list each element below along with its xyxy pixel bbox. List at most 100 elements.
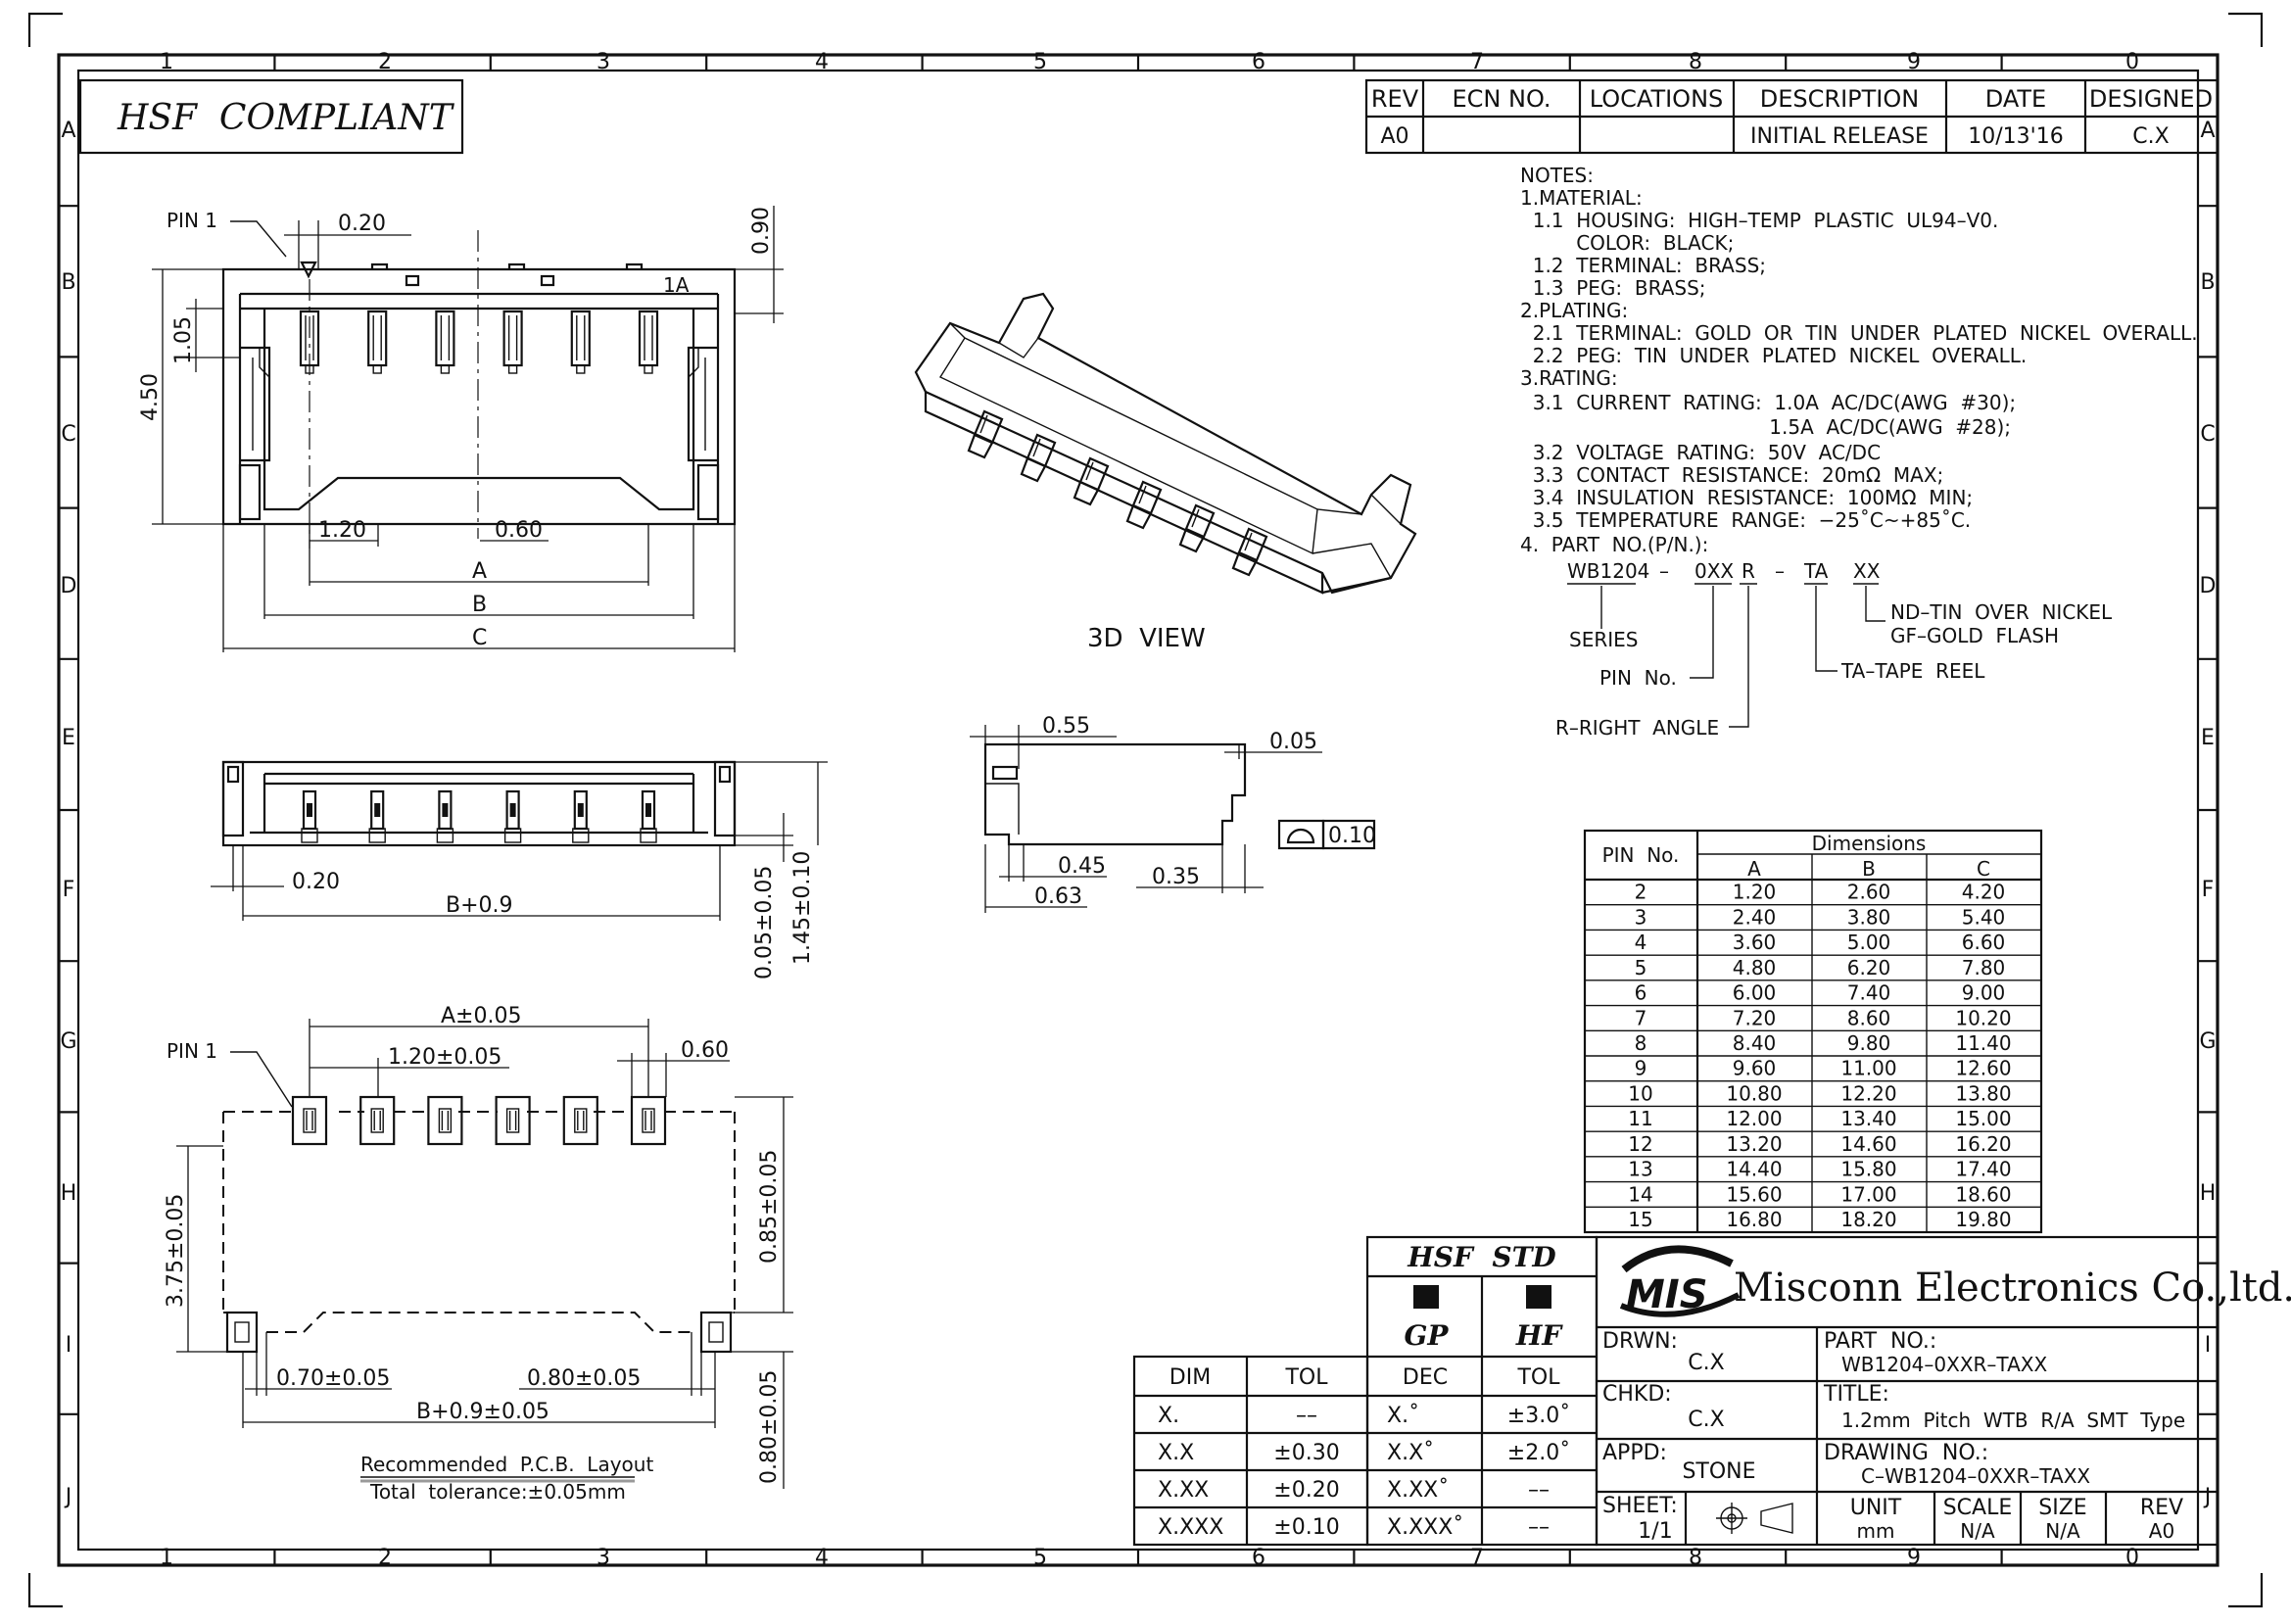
top-view-pins	[299, 310, 659, 374]
zone-col-0-top: 0	[2125, 50, 2139, 74]
dim-table-value-cell: 2.60	[1847, 881, 1891, 904]
zone-row-i-right: I	[2205, 1333, 2212, 1358]
top-dim-020: 0.20	[338, 212, 386, 236]
notes-line: NOTES:	[1520, 164, 1594, 187]
zone-row-e-right: E	[2201, 726, 2215, 750]
hsf-header-dec: DEC	[1403, 1365, 1448, 1390]
hsf-row-3-dec: X.XX˚	[1387, 1478, 1449, 1503]
dim-table-value-cell: 8.40	[1733, 1031, 1777, 1055]
pn-xx: XX	[1853, 559, 1881, 583]
pcb-dim-a: A±0.05	[441, 1004, 521, 1028]
dim-table-group-header: Dimensions	[1812, 832, 1927, 855]
hsf-hf-label: HF	[1515, 1319, 1563, 1352]
dim-table-pin-cell: 11	[1628, 1107, 1652, 1130]
drawing-no-label: DRAWING NO.:	[1824, 1441, 1988, 1465]
tol-row-4-tol: ±0.10	[1273, 1515, 1339, 1540]
zone-row-j-left: J	[64, 1485, 72, 1509]
hsf-header-tol: TOL	[1516, 1365, 1560, 1390]
hsf-compliant-text: HSF COMPLIANT	[117, 98, 455, 138]
pcb-pad	[359, 1095, 396, 1146]
tol-row-2-tol: ±0.30	[1273, 1441, 1339, 1465]
pn-plating-1: ND–TIN OVER NICKEL	[1890, 600, 2113, 624]
pcb-pin1-label: PIN 1	[167, 1039, 217, 1063]
dim-table-value-cell: 6.00	[1733, 981, 1777, 1005]
tol-row-1-tol: ––	[1296, 1404, 1317, 1428]
side-dim-063: 0.63	[1034, 884, 1082, 909]
front-view-pins	[301, 789, 657, 843]
notes-block: NOTES: 1.MATERIAL: 1.1 HOUSING: HIGH–TEM…	[1520, 164, 2198, 556]
pcb-dim-060: 0.60	[681, 1038, 729, 1063]
dim-table-col-c: C	[1977, 857, 1990, 881]
dim-table-pin-cell: 14	[1628, 1182, 1652, 1206]
mis-logo-text: MIS	[1626, 1272, 1708, 1317]
zone-col-2-bottom: 2	[378, 1546, 392, 1570]
zone-col-2-top: 2	[378, 50, 392, 74]
top-pin	[570, 310, 591, 374]
scale-value: N/A	[1960, 1519, 1995, 1543]
notes-line: 3.3 CONTACT RESISTANCE: 20mΩ MAX;	[1520, 463, 1943, 487]
pn-r: R	[1742, 559, 1755, 583]
top-pin	[435, 310, 455, 374]
hsf-row-2-tol: ±2.0˚	[1507, 1441, 1570, 1465]
zone-row-b-left: B	[61, 270, 75, 295]
rev-cell-designed: C.X	[2132, 124, 2169, 149]
gp-marker-icon	[1413, 1285, 1439, 1309]
notes-line: 3.4 INSULATION RESISTANCE: 100MΩ MIN;	[1520, 486, 1973, 509]
drwn-label: DRWN:	[1602, 1329, 1678, 1354]
appd-value: STONE	[1682, 1459, 1755, 1484]
dim-table-value-cell: 12.20	[1840, 1081, 1896, 1105]
zone-col-3-top: 3	[597, 50, 610, 74]
drwn-value: C.X	[1688, 1351, 1724, 1375]
notes-line: 1.5A AC/DC(AWG #28);	[1520, 415, 2011, 439]
zone-col-4-bottom: 4	[815, 1546, 829, 1570]
dim-table-pin-header: PIN No.	[1602, 843, 1680, 867]
pcb-layout: PIN 1 A±0.05 1.20±0.05 0.60 3.75±0.05 0.…	[164, 1004, 793, 1504]
dim-table-value-cell: 13.40	[1840, 1107, 1896, 1130]
dim-table-value-cell: 15.00	[1955, 1107, 2011, 1130]
front-pin	[572, 789, 590, 843]
3d-pin	[1125, 480, 1163, 530]
zone-row-g-right: G	[2199, 1029, 2216, 1054]
top-pin	[502, 310, 523, 374]
unit-value: mm	[1857, 1519, 1895, 1543]
appd-label: APPD:	[1602, 1441, 1667, 1465]
3d-pin	[1073, 456, 1110, 506]
dim-table-pin-cell: 10	[1628, 1081, 1652, 1105]
notes-line: 3.2 VOLTAGE RATING: 50V AC/DC	[1520, 441, 1881, 464]
drawing-no-value: C–WB1204–0XXR–TAXX	[1861, 1464, 2090, 1488]
hsf-row-1-dec: X.˚	[1387, 1404, 1419, 1428]
dim-table-value-cell: 13.20	[1726, 1132, 1782, 1156]
zone-col-9-top: 9	[1907, 50, 1921, 74]
rev-header-ecn: ECN NO.	[1452, 85, 1551, 113]
dim-table-value-cell: 19.80	[1955, 1208, 2011, 1231]
tol-header-tol: TOL	[1284, 1365, 1328, 1390]
dim-table-value-cell: 10.20	[1955, 1006, 2011, 1029]
pn-plating-2: GF–GOLD FLASH	[1890, 624, 2059, 647]
notes-line: 4. PART NO.(P/N.):	[1520, 533, 1708, 556]
size-label: SIZE	[2038, 1496, 2086, 1520]
zone-col-5-bottom: 5	[1033, 1546, 1047, 1570]
dim-table-pin-cell: 8	[1635, 1031, 1647, 1055]
rev-value: A0	[2149, 1519, 2174, 1543]
crop-marks	[27, 12, 2264, 1608]
dim-table-value-cell: 13.80	[1955, 1081, 2011, 1105]
dim-table-value-cell: 4.20	[1962, 881, 2006, 904]
projection-symbol-icon	[1716, 1503, 1793, 1534]
front-pin	[503, 789, 522, 843]
front-dim-020: 0.20	[292, 870, 340, 894]
pn-pin: 0XX	[1694, 559, 1734, 583]
pcb-dim-080: 0.80±0.05	[527, 1366, 641, 1391]
part-number-code: WB1204 – 0XX R – TA XX ND–TIN OVER NICKE…	[1555, 559, 2113, 740]
dim-table-value-cell: 15.60	[1726, 1182, 1782, 1206]
top-dim-c: C	[472, 626, 487, 650]
pcb-dim-pitch: 1.20±0.05	[388, 1045, 501, 1070]
zone-row-g-left: G	[60, 1029, 76, 1054]
pcb-dim-bplus: B+0.9±0.05	[416, 1400, 549, 1424]
mis-logo: MIS	[1619, 1245, 1741, 1317]
dim-table-value-cell: 16.20	[1955, 1132, 2011, 1156]
side-dim-045: 0.45	[1058, 854, 1106, 879]
front-pin	[640, 789, 657, 843]
zone-col-8-top: 8	[1689, 50, 1702, 74]
zone-col-8-bottom: 8	[1689, 1546, 1702, 1570]
dim-table-value-cell: 11.40	[1955, 1031, 2011, 1055]
